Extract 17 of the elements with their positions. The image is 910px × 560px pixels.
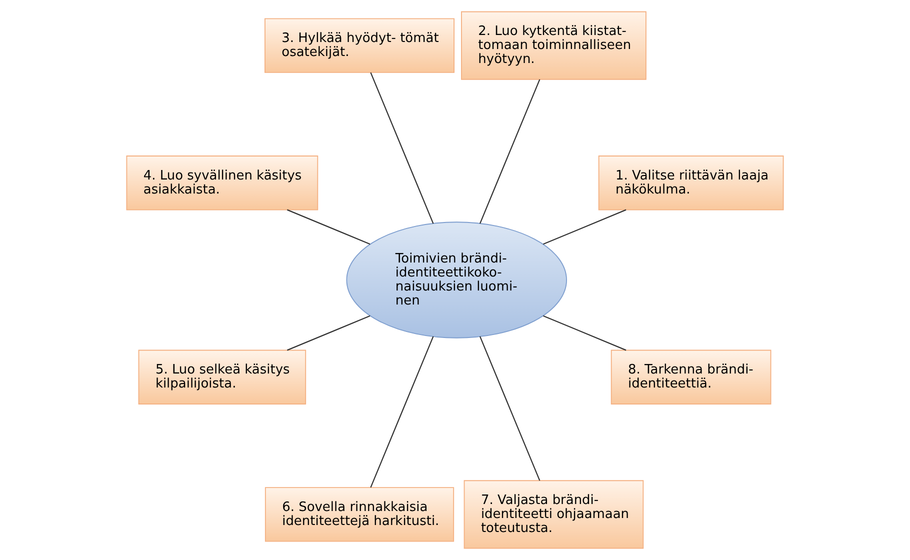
- node-box: 3. Hylkää hyödyt- tömät osatekijät.: [264, 18, 455, 73]
- connector: [370, 72, 434, 224]
- connector: [480, 79, 540, 224]
- connector: [543, 315, 626, 351]
- connector: [286, 315, 370, 351]
- connector: [370, 336, 434, 488]
- connector: [480, 336, 540, 481]
- node-box: 5. Luo selkeä käsitys kilpailijoista.: [138, 350, 306, 404]
- node-box: 4. Luo syvällinen käsitys asiakkaista.: [126, 156, 318, 210]
- node-box: 2. Luo kytkentä kiistat- tomaan toiminnalliseen hyötyyn.: [461, 11, 646, 80]
- node-box: 1. Valitse riittävän laaja näkökulma.: [598, 156, 784, 210]
- node-box: 7. Valjasta brändi- identiteetti ohjaamaan toteutusta.: [464, 480, 644, 549]
- node-box: 6. Sovella rinnakkaisia identiteettejä harkitusti.: [264, 487, 454, 542]
- node-ellipse: Toimivien brändi- identiteettikoko- naisuuksien luomi- nen: [346, 222, 567, 338]
- connector: [286, 209, 370, 245]
- node-box: 8. Tarkenna brändi- identiteettiä.: [610, 350, 772, 404]
- connector: [543, 209, 626, 245]
